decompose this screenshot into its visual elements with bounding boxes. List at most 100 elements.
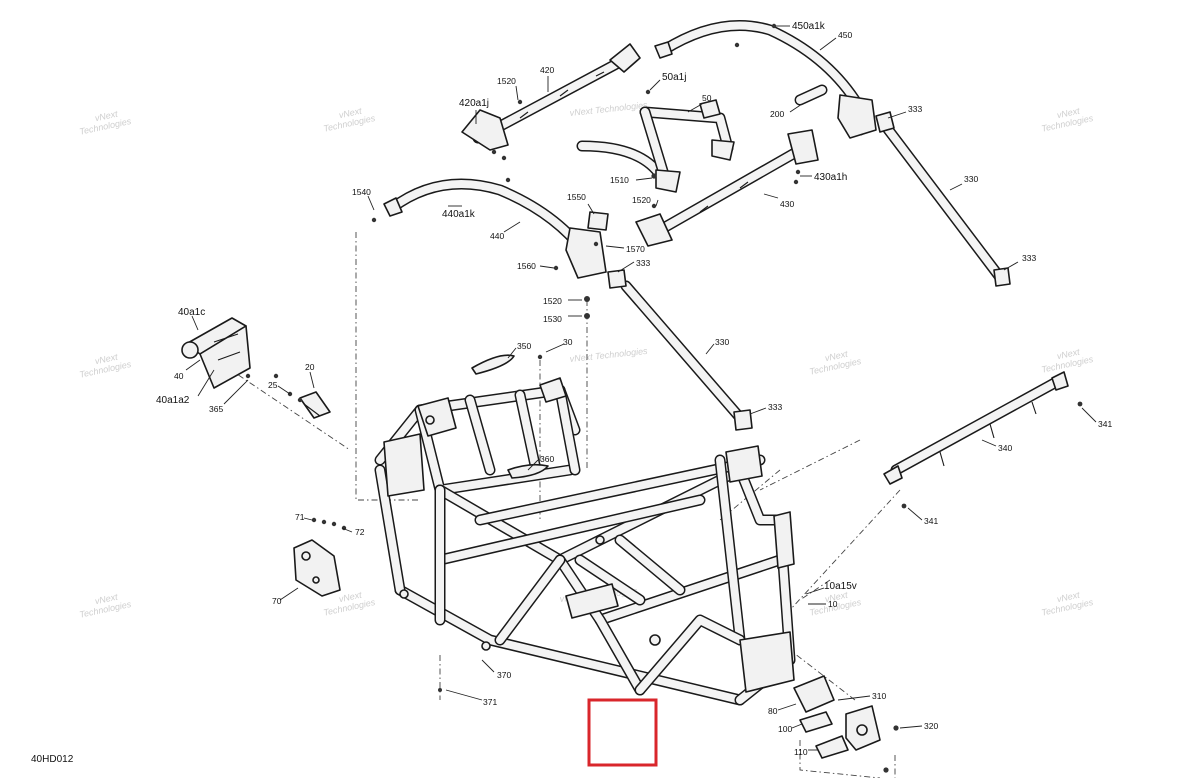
callout-40: 40 bbox=[174, 371, 184, 381]
callout-1570: 1570 bbox=[626, 244, 645, 254]
callout-25: 25 bbox=[268, 380, 278, 390]
fasteners bbox=[245, 23, 1083, 773]
callout-420: 420 bbox=[540, 65, 554, 75]
callout-200: 200 bbox=[770, 109, 784, 119]
watermark-line-1: vNext bbox=[824, 590, 849, 605]
callout-430: 430 bbox=[780, 199, 794, 209]
watermark-line-1: vNext bbox=[94, 109, 119, 124]
callout-1520-mid: 1520 bbox=[632, 195, 651, 205]
callout-350: 350 bbox=[517, 341, 531, 351]
part-330-tube-right bbox=[875, 111, 1011, 287]
callout-440: 440 bbox=[490, 231, 504, 241]
watermark-line-1: vNext bbox=[338, 106, 363, 121]
assembly-line bbox=[799, 579, 831, 601]
watermark: vNext Technologies bbox=[78, 352, 132, 380]
callout-330-mid: 330 bbox=[715, 337, 729, 347]
part-10-main-frame bbox=[374, 377, 796, 706]
highlight-box[interactable] bbox=[587, 698, 658, 767]
callout-333-c: 333 bbox=[1022, 253, 1036, 263]
callout-20: 20 bbox=[305, 362, 315, 372]
watermark-line-1: vNext bbox=[94, 592, 119, 607]
callout-70: 70 bbox=[272, 596, 282, 606]
part-420-bar bbox=[461, 43, 641, 151]
watermark-line-1: vNext bbox=[338, 590, 363, 605]
callout-72: 72 bbox=[355, 527, 365, 537]
part-70-mount bbox=[293, 539, 341, 597]
assembly-line bbox=[355, 232, 420, 501]
assembly-line bbox=[789, 489, 901, 611]
callout-371: 371 bbox=[483, 697, 497, 707]
watermark: vNext Technologies bbox=[1040, 347, 1094, 375]
callout-450: 450 bbox=[838, 30, 852, 40]
callout-80: 80 bbox=[768, 706, 778, 716]
callout-10a15v: 10a15v bbox=[824, 581, 857, 592]
callout-340: 340 bbox=[998, 443, 1012, 453]
callout-1530: 1530 bbox=[543, 314, 562, 324]
figure-code: 40HD012 bbox=[31, 754, 74, 765]
part-40-bracket bbox=[181, 317, 251, 389]
callout-440a1k: 440a1k bbox=[442, 209, 476, 220]
part-430-bar bbox=[635, 129, 819, 247]
watermark: vNext Technologies bbox=[808, 349, 862, 377]
part-100-plate bbox=[799, 711, 833, 733]
part-440-hoop bbox=[383, 178, 609, 279]
watermark-line-1: vNext bbox=[824, 349, 849, 364]
callout-430a1h: 430a1h bbox=[814, 172, 847, 183]
watermark-line-1: vNext bbox=[1056, 106, 1081, 121]
part-50-brace bbox=[576, 99, 735, 193]
callout-100: 100 bbox=[778, 724, 792, 734]
watermark-inline: vNext Technologies bbox=[569, 346, 648, 364]
callout-333-b: 333 bbox=[636, 258, 650, 268]
callout-110: 110 bbox=[794, 747, 808, 757]
part-20-bracket bbox=[299, 391, 331, 419]
assembly-line bbox=[759, 439, 861, 491]
callout-341-b: 341 bbox=[924, 516, 938, 526]
watermark-inline: vNext Technologies bbox=[569, 100, 648, 118]
callout-1540: 1540 bbox=[352, 187, 371, 197]
callout-310: 310 bbox=[872, 691, 886, 701]
callout-333-d: 333 bbox=[768, 402, 782, 412]
callout-1520-low: 1520 bbox=[543, 296, 562, 306]
watermark: vNext Technologies bbox=[78, 109, 132, 137]
part-330-tube-mid bbox=[607, 269, 753, 431]
leader-lines bbox=[185, 25, 1097, 751]
part-310-mount bbox=[793, 675, 881, 751]
callout-420a1j: 420a1j bbox=[459, 98, 489, 109]
watermark: vNext Technologies bbox=[78, 592, 132, 620]
watermark-line-1: vNext bbox=[94, 352, 119, 367]
part-450-hoop bbox=[654, 20, 877, 139]
callout-333-a: 333 bbox=[908, 104, 922, 114]
callout-360: 360 bbox=[540, 454, 554, 464]
assembly-line bbox=[799, 740, 881, 778]
callout-1550: 1550 bbox=[567, 192, 586, 202]
callout-30: 30 bbox=[563, 337, 573, 347]
callout-1510: 1510 bbox=[610, 175, 629, 185]
watermark: vNext Technologies bbox=[1040, 590, 1094, 618]
callout-330-right: 330 bbox=[964, 174, 978, 184]
callout-50: 50 bbox=[702, 93, 712, 103]
part-200-tube bbox=[794, 84, 828, 106]
part-350-plate bbox=[471, 354, 515, 375]
callout-1520-top: 1520 bbox=[497, 76, 516, 86]
part-340-bar bbox=[883, 371, 1069, 485]
callout-365: 365 bbox=[209, 404, 223, 414]
callout-10: 10 bbox=[828, 599, 838, 609]
callout-50a1j: 50a1j bbox=[662, 72, 686, 83]
callout-450a1k: 450a1k bbox=[792, 21, 826, 32]
callout-1560: 1560 bbox=[517, 261, 536, 271]
assembly-line bbox=[789, 649, 856, 701]
part-110-plate bbox=[815, 735, 849, 759]
callout-320: 320 bbox=[924, 721, 938, 731]
callout-71: 71 bbox=[295, 512, 305, 522]
callout-labels: 450a1k 450 1520 420 50a1j 420a1j 50 200 … bbox=[156, 21, 1112, 757]
callout-40a1c: 40a1c bbox=[178, 307, 205, 318]
watermark: vNext Technologies bbox=[322, 106, 376, 134]
assembly-lines bbox=[215, 232, 901, 778]
callout-341-a: 341 bbox=[1098, 419, 1112, 429]
watermark: vNext Technologies bbox=[1040, 106, 1094, 134]
callout-370: 370 bbox=[497, 670, 511, 680]
watermark-line-1: vNext bbox=[1056, 347, 1081, 362]
watermark-line-1: vNext bbox=[1056, 590, 1081, 605]
